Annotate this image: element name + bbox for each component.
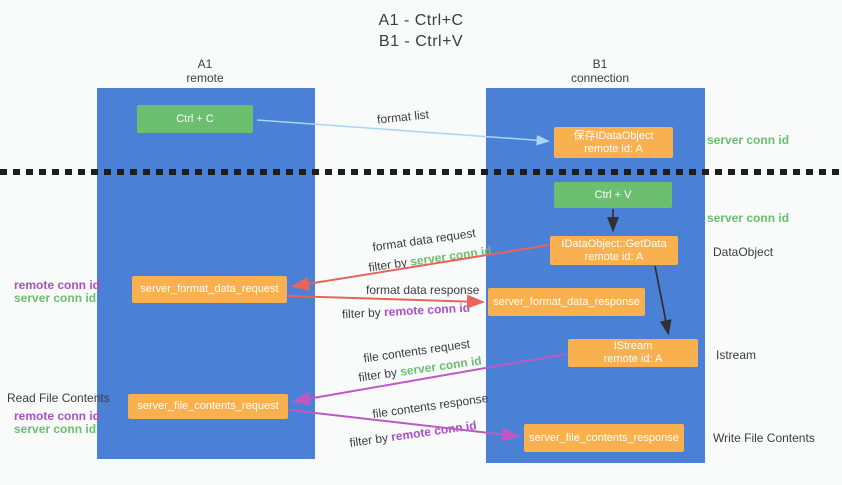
format-conn-ids: remote conn id server conn id [14,278,101,305]
file-conn-ids: remote conn id server conn id [14,409,101,436]
label-file-contents-response: file contents response [371,390,490,422]
lane-header-b1: B1 connection [545,57,655,85]
label-filter-format-response: filter by remote conn id [342,301,471,322]
node-server-file-contents-response: server_file_contents_response [524,424,684,452]
label-format-data-response: format data response [366,283,480,297]
node-idataobject-getdata: IDataObject::GetData remote id: A [550,236,678,265]
getdata-line1: IDataObject::GetData [561,237,667,250]
label-istream: Istream [716,348,757,362]
lane-b1-role: connection [570,71,630,85]
node-istream: IStream remote id: A [568,339,698,367]
filter-by-text-2: filter by [341,305,385,322]
label-format-list: format list [376,107,430,127]
filter-value-2: remote conn id [383,300,471,320]
lane-b1-name: B1 [592,57,608,71]
node-ctrl-v: Ctrl + V [554,182,672,208]
istream-line2: remote id: A [603,353,663,365]
label-remote-conn-id-1: remote conn id [14,278,101,292]
dotted-separator [0,169,842,175]
lane-header-a1: A1 remote [150,57,260,85]
filter-by-text-4: filter by [348,430,393,450]
node-server-format-data-request: server_format_data_request [132,276,287,303]
node-save-idataobject: 保存IDataObject remote id: A [554,127,673,158]
node-server-format-data-response: server_format_data_response [488,288,645,316]
node-server-file-contents-request: server_file_contents_request [128,394,288,419]
label-server-conn-id-top: server conn id [707,133,790,147]
getdata-line2: remote id: A [584,250,644,263]
label-read-file-contents: Read File Contents [7,391,110,405]
title-line-1: A1 - Ctrl+C [378,12,464,29]
save-idataobject-line2: remote id: A [584,142,643,155]
filter-by-text-1: filter by [367,254,412,275]
diagram-title: A1 - Ctrl+C B1 - Ctrl+V [0,10,842,52]
label-remote-conn-id-2: remote conn id [14,409,101,423]
save-idataobject-line1: 保存IDataObject [573,129,654,142]
istream-line1: IStream [613,340,653,352]
filter-value-4: remote conn id [390,418,478,444]
label-dataobject: DataObject [713,245,774,259]
title-line-2: B1 - Ctrl+V [378,33,464,50]
label-filter-file-response: filter by remote conn id [349,418,478,450]
label-write-file-contents: Write File Contents [713,431,815,445]
label-server-conn-id-1: server conn id [14,291,97,305]
filter-by-text-3: filter by [357,364,402,385]
label-server-conn-id-mid: server conn id [707,211,790,225]
node-ctrl-c: Ctrl + C [137,105,253,133]
lane-a1-role: remote [186,71,224,85]
label-server-conn-id-2: server conn id [14,422,97,436]
lane-a1-name: A1 [197,57,213,71]
